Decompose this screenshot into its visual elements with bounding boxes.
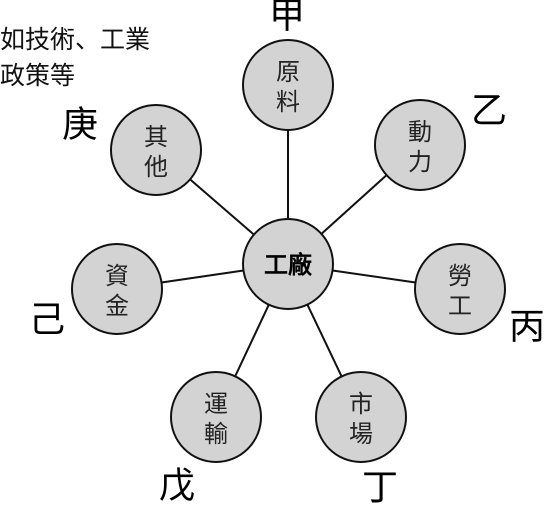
node-capital: 資 金 己 bbox=[29, 243, 163, 341]
node-market-line-1: 市 bbox=[349, 390, 373, 418]
node-transport: 運 輸 戊 bbox=[159, 371, 262, 507]
hub-label: 工廠 bbox=[264, 251, 313, 279]
branch-label-geng: 庚 bbox=[62, 105, 98, 146]
branch-label-bing: 丙 bbox=[509, 307, 545, 348]
connector-labor bbox=[332, 269, 416, 284]
node-transport-line-2: 輸 bbox=[204, 420, 228, 448]
node-capital-line-1: 資 bbox=[105, 262, 129, 290]
node-others-line-1: 其 bbox=[144, 123, 168, 151]
node-raw-materials: 原 料 甲 bbox=[242, 0, 334, 131]
note-line-1: 如技術、工業 bbox=[0, 25, 150, 54]
node-capital-line-2: 金 bbox=[105, 292, 129, 320]
branch-label-jia: 甲 bbox=[269, 0, 305, 37]
node-labor: 勞 工 丙 bbox=[414, 243, 545, 348]
connector-capital bbox=[161, 269, 244, 284]
node-labor-line-1: 勞 bbox=[448, 262, 472, 290]
note-line-2: 政策等 bbox=[0, 61, 75, 90]
branch-label-wu: 戊 bbox=[159, 466, 195, 507]
node-market-line-2: 場 bbox=[349, 420, 373, 448]
node-raw-materials-line-1: 原 bbox=[276, 58, 300, 86]
connector-transport bbox=[234, 304, 270, 377]
node-others-line-2: 他 bbox=[144, 153, 168, 181]
connector-power bbox=[320, 174, 388, 235]
node-others: 其 他 庚 bbox=[62, 104, 202, 196]
node-transport-line-1: 運 bbox=[204, 390, 228, 418]
node-labor-line-2: 工 bbox=[448, 292, 472, 320]
connector-market bbox=[306, 304, 343, 377]
node-power-line-2: 力 bbox=[408, 148, 432, 176]
branch-label-yi: 乙 bbox=[471, 91, 507, 132]
connector-others bbox=[189, 178, 255, 236]
hub-node: 工廠 bbox=[242, 218, 334, 310]
node-power-line-1: 動 bbox=[408, 118, 432, 146]
branch-label-ding: 丁 bbox=[362, 468, 398, 507]
node-power: 動 力 乙 bbox=[374, 91, 507, 191]
branch-label-ji: 己 bbox=[29, 300, 65, 341]
node-raw-materials-line-2: 料 bbox=[276, 88, 300, 116]
node-market: 市 場 丁 bbox=[315, 371, 407, 507]
